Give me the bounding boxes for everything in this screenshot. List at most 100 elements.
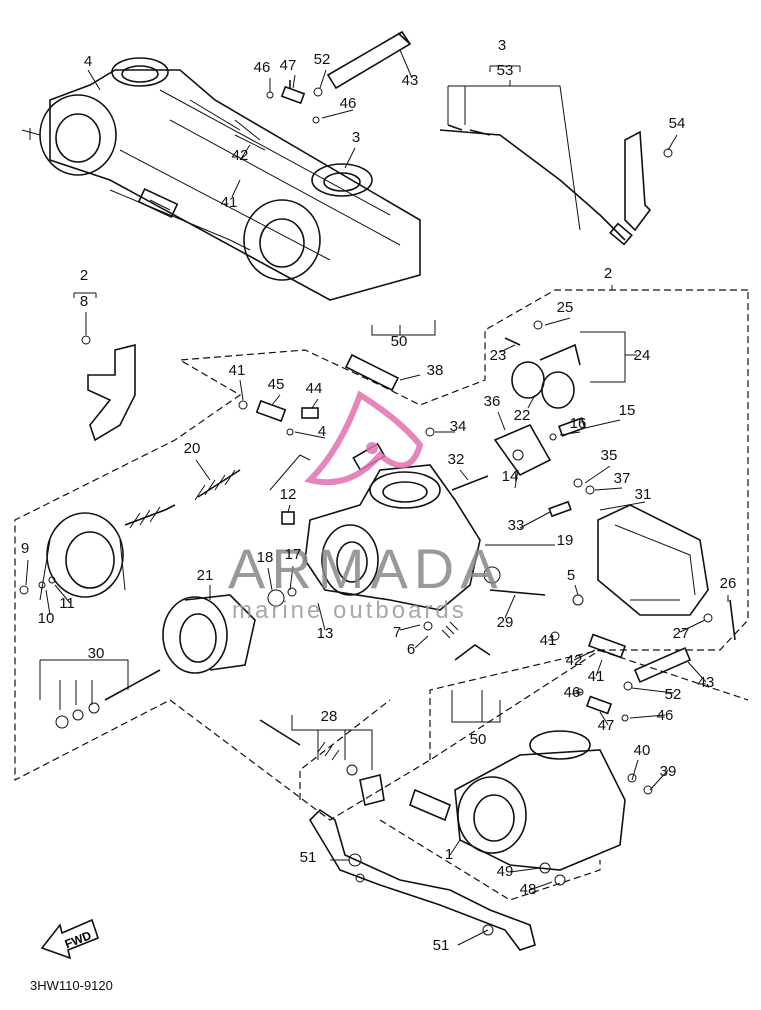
- watermark-sub: marine outboards: [232, 597, 467, 624]
- callout-c32: 32: [448, 451, 465, 468]
- callout-c2a: 2: [80, 267, 88, 284]
- callout-c15: 15: [619, 402, 636, 419]
- callout-c29: 29: [497, 614, 514, 631]
- callout-c38: 38: [427, 362, 444, 379]
- callout-c46b: 46: [340, 95, 357, 112]
- watermark-logo: [304, 390, 424, 486]
- callout-c24: 24: [634, 347, 651, 364]
- callout-c41b: 41: [229, 362, 246, 379]
- callout-c40: 40: [634, 742, 651, 759]
- callout-c46c: 46: [564, 684, 581, 701]
- bracket-50-lower: [451, 690, 501, 723]
- callout-c18: 18: [257, 549, 274, 566]
- bracket-24: [580, 331, 637, 383]
- callout-c3b: 3: [352, 129, 360, 146]
- callout-c7: 7: [393, 624, 401, 641]
- diaphragm-spring-20: [124, 469, 241, 529]
- callout-c49: 49: [497, 863, 514, 880]
- callout-c48: 48: [520, 881, 537, 898]
- hose-43-upper: [326, 30, 412, 90]
- piston-21: [162, 594, 256, 674]
- callout-c11: 11: [59, 595, 75, 612]
- tps-parts: [493, 417, 587, 477]
- bracket-53: [489, 65, 521, 72]
- bracket-30: [39, 659, 129, 710]
- screws-right: [425, 427, 595, 518]
- callout-c41d: 41: [588, 668, 605, 685]
- callout-c17: 17: [285, 546, 302, 563]
- callout-c42b: 42: [566, 652, 583, 669]
- callout-c53: 53: [497, 62, 514, 79]
- bracket-50-top: [371, 320, 436, 336]
- callout-c51a: 51: [300, 849, 317, 866]
- parts-28: [259, 719, 385, 806]
- bracket-3-53: [447, 85, 581, 231]
- bracket-28: [291, 715, 373, 770]
- callout-c6: 6: [407, 641, 415, 658]
- callout-c4b: 4: [318, 423, 326, 440]
- choke-parts: [504, 320, 581, 409]
- callout-c27: 27: [673, 625, 690, 642]
- callout-c46a: 46: [254, 59, 271, 76]
- bracket-8-part: [81, 335, 136, 442]
- callout-c41c: 41: [540, 632, 557, 649]
- callout-c46d: 46: [657, 707, 674, 724]
- callout-c22: 22: [514, 407, 531, 424]
- cover-19: [597, 504, 709, 616]
- callout-c52a: 52: [314, 51, 331, 68]
- watermark: ARMADA marine outboards: [228, 390, 504, 624]
- callout-c13: 13: [317, 625, 334, 642]
- callout-c47b: 47: [598, 717, 615, 734]
- callout-c37: 37: [614, 470, 631, 487]
- leader-lines: [25, 49, 729, 946]
- callout-c12: 12: [280, 486, 297, 503]
- callout-c52b: 52: [665, 686, 682, 703]
- callout-c35: 35: [601, 447, 618, 464]
- callout-c54: 54: [669, 115, 686, 132]
- callout-c19: 19: [557, 532, 574, 549]
- hose-38: [344, 353, 400, 392]
- central-carburetor-body: [267, 442, 481, 611]
- callout-c4: 4: [84, 53, 92, 70]
- fittings-mid: [238, 399, 319, 436]
- watermark-main: ARMADA: [228, 537, 504, 600]
- callout-c5: 5: [567, 567, 575, 584]
- upper-carburetor-pair: [21, 57, 421, 301]
- callout-c9: 9: [21, 540, 29, 557]
- callout-c16: 16: [570, 415, 587, 432]
- lower-carb-boundary: [299, 699, 601, 901]
- fwd-arrow: FWD: [40, 918, 99, 960]
- small-parts-right: [483, 566, 736, 659]
- bracket-8: [73, 292, 97, 298]
- callout-c30: 30: [88, 645, 105, 662]
- throttle-cable-53: [439, 124, 633, 246]
- callout-c50b: 50: [470, 731, 487, 748]
- jet-set-30: [55, 669, 161, 729]
- callout-c14: 14: [502, 468, 519, 485]
- group-boundaries: [14, 65, 749, 901]
- callout-c8: 8: [80, 293, 88, 310]
- linkage-6-7: [423, 621, 491, 661]
- callout-c10: 10: [38, 610, 55, 627]
- callout-c28: 28: [321, 708, 338, 725]
- assembly-subgroup-boundary: [429, 649, 749, 760]
- callout-c34: 34: [450, 418, 467, 435]
- callout-c50a: 50: [391, 333, 408, 350]
- callout-c26: 26: [720, 575, 737, 592]
- bracket-54: [624, 130, 673, 232]
- callout-c2b: 2: [604, 265, 612, 282]
- callout-c21: 21: [197, 567, 214, 584]
- hose-43-lower: [576, 646, 692, 722]
- callout-c42a: 42: [232, 147, 249, 164]
- lower-carburetor-1: [409, 730, 653, 886]
- callout-c25: 25: [557, 299, 574, 316]
- callout-c20: 20: [184, 440, 201, 457]
- callout-c41a: 41: [221, 194, 238, 211]
- callout-c47a: 47: [280, 57, 297, 74]
- callout-c44: 44: [306, 380, 323, 397]
- callout-c51b: 51: [433, 937, 450, 954]
- callout-c33: 33: [508, 517, 525, 534]
